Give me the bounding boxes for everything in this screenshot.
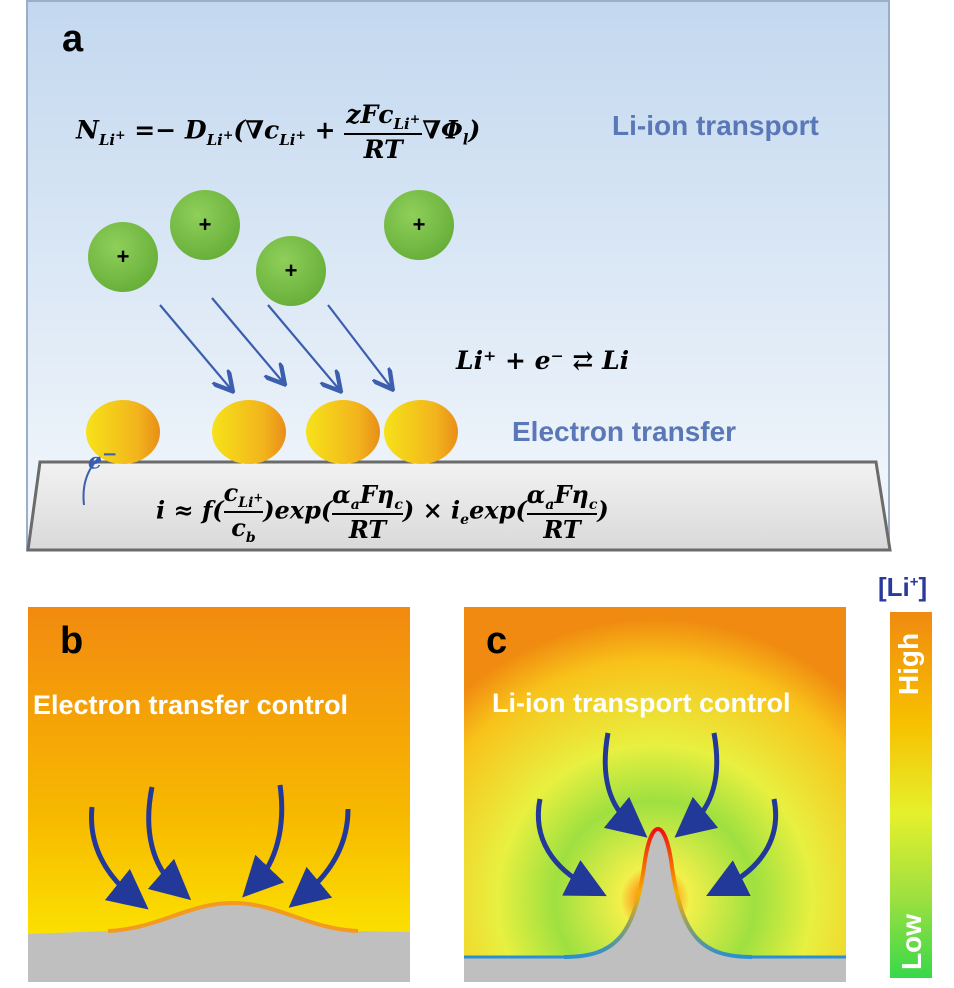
flux-arrows [88,784,351,910]
ion-flux-arrows [159,297,390,388]
flux-arrow [267,304,338,388]
legend-low-label: Low [896,914,927,970]
transport-equation: NLi+ =− DLi+(∇cLi+ + zFcLi+ RT ∇Φl) [76,100,481,164]
electron-symbol: e− [88,444,118,475]
flux-arrows [536,732,778,897]
panel-c-title: Li-ion transport control [492,688,791,718]
li-ion: + [170,190,240,260]
flux-arrow [211,297,282,381]
lithium-deposit [86,400,160,464]
panel-a [26,0,890,551]
flux-arrow [242,784,285,898]
panel-b-label: b [60,620,84,662]
legend-colorbar [890,612,932,978]
lithium-deposit [384,400,458,464]
li-ion: + [256,236,326,306]
flux-arrow [602,732,648,838]
li-ion: + [88,222,158,292]
panel-c [464,607,846,982]
electron-transfer-title: Electron transfer [512,416,737,447]
lithium-deposit [212,400,286,464]
reaction-equation: Li⁺ + e⁻ ⇄ Li [456,346,630,375]
flux-arrow [706,798,778,896]
deposit-interface [107,900,359,933]
panel-b [28,607,410,982]
flux-arrow [327,304,390,386]
flux-arrow [146,786,192,901]
panel-b-title: Electron transfer control [33,690,349,720]
flux-arrow [288,808,351,908]
transport-title: Li-ion transport [612,110,819,141]
electrode-surface [28,903,410,982]
flux-arrow [159,304,230,388]
panel-c-label: c [486,620,508,662]
flux-arrow [536,798,607,897]
legend-high-label: High [893,632,925,696]
electrode-surface [464,829,846,982]
electrode-slab [26,460,892,552]
panel-a-graphics [26,297,892,552]
li-ion: + [384,190,454,260]
flux-arrow [674,732,720,838]
flux-arrow [88,806,149,910]
deposit-interface [563,826,753,959]
legend-title: [Li+] [878,572,928,602]
lithium-deposit [306,400,380,464]
panel-a-label: a [62,18,84,60]
